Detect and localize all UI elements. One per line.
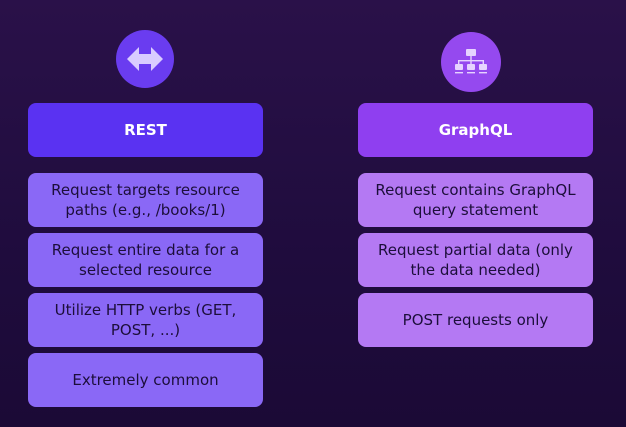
rest-item: Request entire data for a selected resou… bbox=[28, 233, 263, 287]
graphql-header: GraphQL bbox=[358, 103, 593, 157]
bidirectional-arrow-icon bbox=[127, 47, 163, 71]
rest-item: Request targets resource paths (e.g., /b… bbox=[28, 173, 263, 227]
rest-header: REST bbox=[28, 103, 263, 157]
rest-item: Extremely common bbox=[28, 353, 263, 407]
graphql-item: Request partial data (only the data need… bbox=[358, 233, 593, 287]
graphql-item: Request contains GraphQL query statement bbox=[358, 173, 593, 227]
hierarchy-tree-icon bbox=[455, 49, 487, 74]
rest-icon-circle bbox=[116, 30, 174, 88]
graphql-icon-circle bbox=[441, 32, 501, 92]
rest-item: Utilize HTTP verbs (GET, POST, ...) bbox=[28, 293, 263, 347]
graphql-item: POST requests only bbox=[358, 293, 593, 347]
